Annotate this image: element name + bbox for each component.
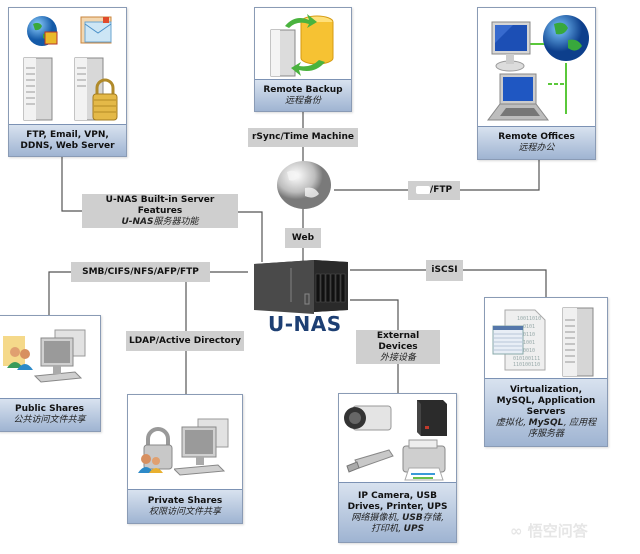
computers-icon — [33, 329, 86, 383]
private-shares-subtitle: 权限访问文件共享 — [148, 506, 221, 517]
node-remote-offices: Remote Offices 远程办公 — [477, 7, 596, 160]
line-servers — [61, 157, 84, 212]
globe-icon — [543, 15, 589, 61]
label-iscsi: iSCSI — [426, 260, 463, 281]
public-shares-title: Public Shares — [15, 404, 84, 414]
ups-icon — [417, 400, 447, 436]
desktop-icon — [491, 21, 531, 72]
virt-cn-b: MySQL — [528, 418, 564, 428]
data-document-icon: 10011010 0101 0110 1001 0010 0101001111101001… — [492, 309, 546, 371]
globe-icon — [27, 16, 58, 46]
label-builtin-features: U-NAS Built-in Server Features U-NAS服务器功… — [82, 194, 238, 228]
external-en-line1: IP Camera, USB — [358, 490, 437, 501]
line-ftp-offices — [460, 160, 540, 191]
node-server-features: FTP, Email, VPN, DDNS, Web Server — [8, 7, 127, 157]
label-smb: SMB/CIFS/NFS/AFP/FTP — [71, 262, 210, 282]
camera-icon — [344, 405, 392, 431]
label-external-devices: External Devices 外接设备 — [356, 330, 440, 364]
svg-text:10011010: 10011010 — [517, 316, 541, 322]
label-ftp: /FTP — [408, 181, 460, 200]
ftp-text: /FTP — [408, 185, 460, 196]
external-devices-subtitle: 外接设备 — [379, 352, 416, 363]
web-text: Web — [291, 232, 315, 243]
line-smb-left — [48, 271, 71, 315]
virt-cn-line1: 虚拟化, MySQL, 应用程 — [488, 418, 604, 429]
external-devices-title: External Devices — [376, 330, 420, 352]
virtualization-caption: Virtualization, MySQL, Application Serve… — [485, 378, 607, 446]
node-private-shares: Private Shares 权限访问文件共享 — [127, 394, 243, 524]
builtin-cn: 服务器功能 — [153, 216, 199, 227]
virt-cn-line2: 序服务器 — [527, 429, 564, 439]
watermark: ∞ 悟空问答 — [510, 522, 588, 540]
ftp-label: /FTP — [429, 185, 453, 195]
builtin-features-title: U-NAS Built-in Server Features — [105, 194, 215, 216]
rsync-text: rSync/Time Machine — [251, 132, 355, 142]
server-icon — [23, 57, 53, 121]
server-features-line2: DDNS, Web Server — [20, 140, 115, 151]
svg-text:1001: 1001 — [523, 340, 535, 346]
private-shares-caption: Private Shares 权限访问文件共享 — [128, 489, 242, 523]
label-rsync: rSync/Time Machine — [248, 128, 358, 147]
svg-text:0010: 0010 — [523, 348, 535, 354]
builtin-prefix: U-NAS — [121, 216, 154, 227]
external-cn-e: UPS — [403, 523, 425, 534]
printer-icon — [402, 439, 446, 481]
node-public-shares: Public Shares 公共访问文件共享 — [0, 315, 101, 432]
smb-text: SMB/CIFS/NFS/AFP/FTP — [82, 266, 199, 277]
redacted-mark — [415, 185, 430, 194]
svg-text:110100110: 110100110 — [513, 362, 540, 368]
remote-offices-subtitle: 远程办公 — [518, 143, 555, 153]
virt-en-line2: MySQL, Application — [496, 396, 596, 406]
external-en-line2: Drives, Printer, UPS — [347, 501, 448, 512]
external-devices-caption: IP Camera, USB Drives, Printer, UPS 网络摄像… — [339, 482, 456, 542]
iscsi-text: iSCSI — [431, 265, 458, 275]
line-iscsi-virt — [463, 269, 547, 297]
external-cn-line1: 网络摄像机, USB存储, — [342, 513, 453, 524]
nas-title: U-NAS — [268, 312, 342, 336]
remote-backup-caption: Remote Backup 远程备份 — [255, 79, 351, 111]
external-cn-b: USB — [402, 512, 423, 523]
label-ldap: LDAP/Active Directory — [126, 331, 244, 351]
virt-en-line3: Servers — [526, 407, 566, 417]
server-icon — [562, 307, 594, 377]
line-builtin-nas — [238, 211, 263, 262]
secure-server-icon — [74, 57, 118, 121]
ldap-text: LDAP/Active Directory — [128, 335, 242, 346]
builtin-features-subtitle: U-NAS服务器功能 — [82, 217, 238, 228]
remote-backup-title: Remote Backup — [263, 84, 343, 95]
external-cn-a: 网络摄像机, — [351, 512, 403, 523]
public-shares-subtitle: 公共访问文件共享 — [13, 415, 86, 425]
node-remote-backup: Remote Backup 远程备份 — [254, 7, 352, 112]
internet-globe-icon — [277, 161, 331, 209]
lock-users-icon — [138, 427, 173, 473]
external-cn-d: 打印机, — [370, 523, 404, 534]
remote-offices-title: Remote Offices — [498, 132, 575, 142]
server-features-line1: FTP, Email, VPN, — [26, 129, 109, 140]
external-cn-c: 存储, — [422, 512, 444, 523]
laptop-icon — [487, 73, 549, 121]
remote-backup-subtitle: 远程备份 — [284, 95, 321, 106]
node-external-devices: IP Camera, USB Drives, Printer, UPS 网络摄像… — [338, 393, 457, 543]
external-cn-line2: 打印机, UPS — [342, 524, 453, 535]
server-features-caption: FTP, Email, VPN, DDNS, Web Server — [9, 124, 126, 156]
svg-text:0101: 0101 — [523, 324, 535, 330]
line-nas-external — [350, 299, 399, 330]
nas-device-icon — [254, 260, 348, 314]
svg-text:0110: 0110 — [523, 332, 535, 338]
public-shares-caption: Public Shares 公共访问文件共享 — [0, 398, 100, 431]
computers-icon — [174, 418, 229, 476]
network-lines — [528, 43, 567, 114]
virt-en-line1: Virtualization, — [510, 385, 582, 395]
users-icon — [3, 336, 33, 370]
backup-icon — [270, 14, 334, 77]
label-web: Web — [285, 228, 321, 248]
usb-drive-icon — [346, 449, 394, 473]
email-icon — [80, 16, 112, 44]
private-shares-title: Private Shares — [147, 495, 223, 506]
virt-cn-c: , 应用程 — [563, 418, 597, 428]
virt-cn-a: 虚拟化, — [495, 418, 529, 428]
svg-text:010100111: 010100111 — [513, 356, 540, 362]
remote-offices-caption: Remote Offices 远程办公 — [478, 126, 595, 159]
